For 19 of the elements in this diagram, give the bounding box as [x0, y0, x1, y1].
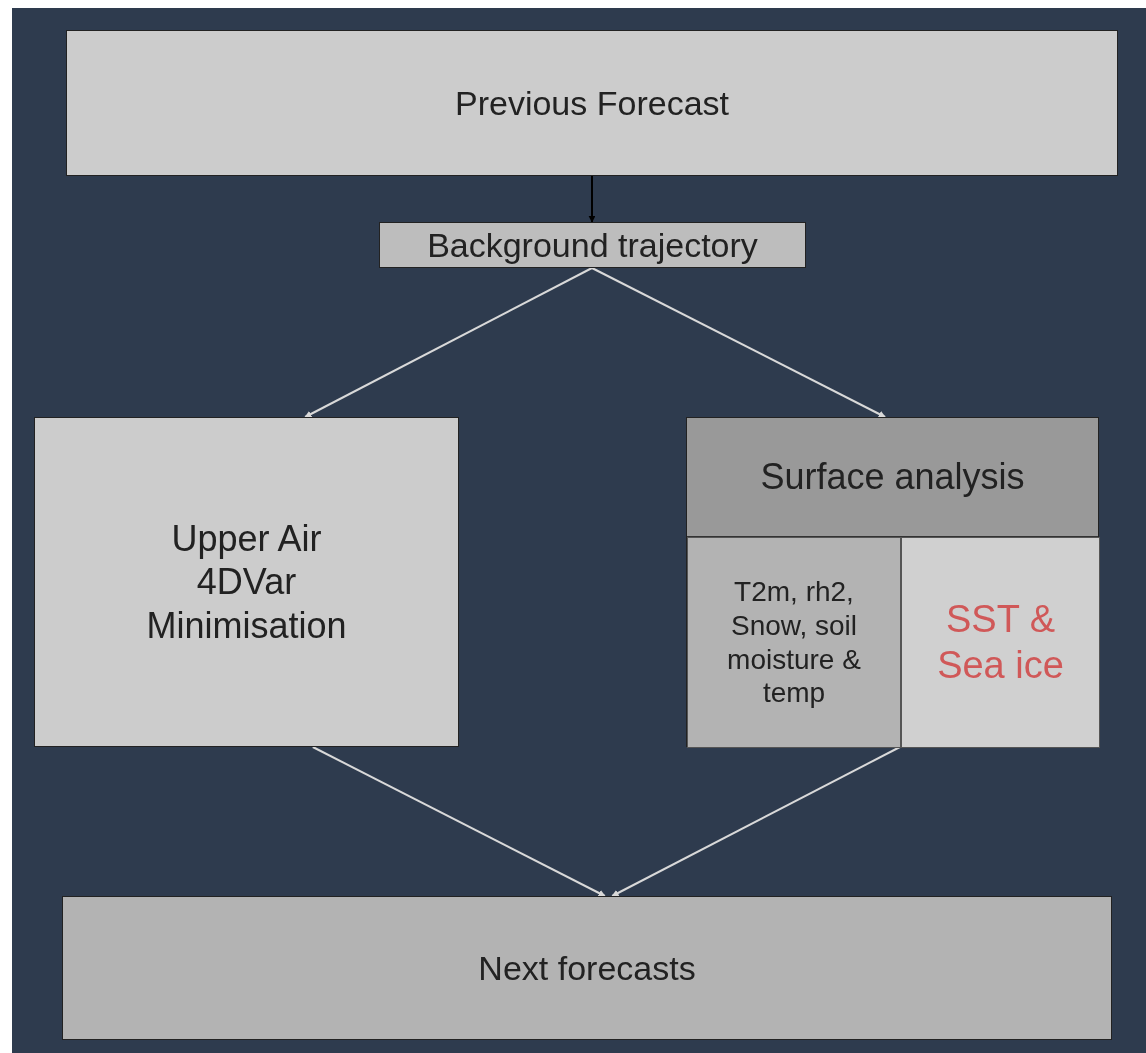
node-label: Background trajectory [427, 224, 758, 266]
arrow [311, 746, 606, 897]
process-box [66, 30, 1118, 176]
arrow [591, 267, 887, 418]
process-box [34, 417, 459, 747]
node-label: Previous Forecast [455, 82, 729, 124]
process-box [687, 537, 901, 748]
arrow [588, 175, 596, 223]
process-box [901, 537, 1100, 748]
group-heading: Surface analysis [687, 418, 1098, 537]
node-label: Next forecasts [478, 947, 696, 989]
node-label: T2m, rh2, Snow, soil moisture & temp [726, 575, 862, 710]
process-box [379, 222, 806, 268]
node-label: Upper Air 4DVar Minimisation [146, 517, 347, 647]
process-box [62, 896, 1112, 1040]
group-box [686, 417, 1099, 747]
arrow [304, 267, 593, 418]
arrow [611, 746, 901, 897]
node-label: SST & Sea ice [936, 596, 1065, 688]
